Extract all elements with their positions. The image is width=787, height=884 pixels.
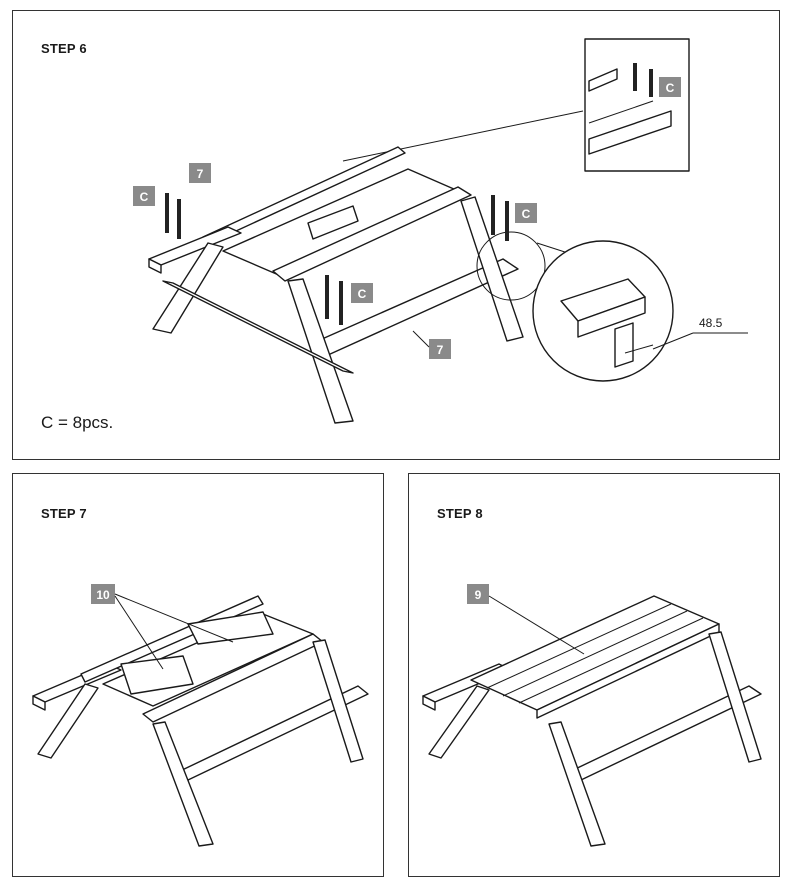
tag-c-front: C: [351, 283, 373, 303]
step-6-title: STEP 6: [41, 41, 87, 56]
detail-zoom-circle: [476, 231, 748, 382]
tag-c-right: C: [515, 203, 537, 223]
svg-text:9: 9: [475, 588, 482, 602]
tag-c-inset: C: [659, 77, 681, 97]
screws-right: [491, 195, 509, 241]
tag-c-left: C: [133, 186, 155, 206]
step-6-panel: STEP 6 C: [12, 10, 780, 460]
tag-7-front: 7: [412, 330, 451, 359]
screw-count-note: C = 8pcs.: [41, 413, 114, 432]
svg-text:10: 10: [96, 588, 110, 602]
step-8-title: STEP 8: [437, 506, 483, 521]
step-7-illustration: 10: [32, 584, 369, 847]
svg-text:7: 7: [197, 167, 204, 181]
svg-text:C: C: [522, 207, 531, 221]
screws-front: [325, 275, 343, 325]
step-8-panel: STEP 8 9: [408, 473, 780, 877]
svg-text:C: C: [358, 287, 367, 301]
dimension-label: 48.5: [699, 316, 723, 330]
svg-text:C: C: [140, 190, 149, 204]
svg-text:C: C: [666, 81, 675, 95]
screw-icon: [633, 63, 637, 91]
step-8-illustration: 9: [422, 584, 762, 847]
svg-text:7: 7: [437, 343, 444, 357]
step-7-panel: STEP 7 10: [12, 473, 384, 877]
tag-9: 9: [467, 584, 585, 655]
table-frame-step-8: [422, 595, 762, 847]
detail-inset-top: [342, 38, 690, 172]
table-frame-step-6: [148, 146, 524, 424]
tag-7-top: 7: [189, 163, 211, 183]
tag-10: 10: [91, 584, 234, 670]
screw-icon: [649, 69, 653, 97]
screws-left: [165, 193, 181, 239]
step-6-illustration: C: [133, 38, 748, 424]
step-7-title: STEP 7: [41, 506, 87, 521]
table-frame-step-7: [32, 595, 369, 847]
